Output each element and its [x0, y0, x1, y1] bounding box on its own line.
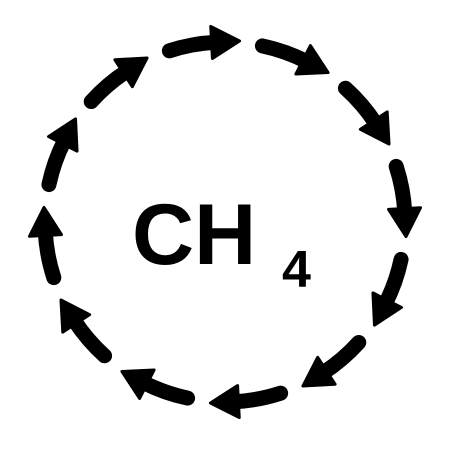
arrow-shaft [377, 251, 409, 312]
arrow-icon [387, 158, 423, 239]
arrow-head [27, 205, 63, 238]
arrow-icon [371, 251, 409, 327]
arrow-head [59, 298, 92, 334]
arrow-shaft [254, 38, 315, 70]
arrow-shaft [66, 312, 113, 364]
arrow-shaft [161, 34, 224, 59]
cycle-arrows [27, 24, 423, 420]
formula-subscript: 4 [282, 241, 311, 299]
arrow-shaft [37, 223, 62, 286]
arrow-shaft [135, 374, 196, 406]
arrow-icon [59, 298, 113, 364]
arrow-icon [208, 384, 289, 420]
arrow-icon [120, 368, 196, 406]
arrow-shaft [83, 63, 135, 110]
arrow-shaft [41, 132, 73, 193]
arrow-icon [301, 334, 367, 388]
arrow-head [47, 117, 79, 153]
formula-main: CH [132, 187, 256, 283]
arrow-icon [254, 38, 330, 76]
arrow-icon [27, 205, 63, 286]
arrow-shaft [226, 385, 289, 410]
arrow-shaft [315, 334, 367, 381]
arrow-head [294, 44, 330, 76]
arrow-icon [83, 56, 149, 110]
arrow-head [301, 355, 337, 388]
arrow-head [358, 110, 391, 146]
arrow-head [113, 56, 149, 89]
arrow-head [387, 206, 423, 239]
arrow-head [371, 291, 403, 327]
arrow-icon [41, 117, 79, 193]
arrow-shaft [388, 158, 413, 221]
arrow-head [209, 24, 242, 60]
arrow-head [208, 384, 241, 420]
arrow-icon [337, 80, 391, 146]
arrow-head [120, 368, 156, 400]
arrow-shaft [337, 80, 384, 132]
arrow-icon [161, 24, 242, 60]
